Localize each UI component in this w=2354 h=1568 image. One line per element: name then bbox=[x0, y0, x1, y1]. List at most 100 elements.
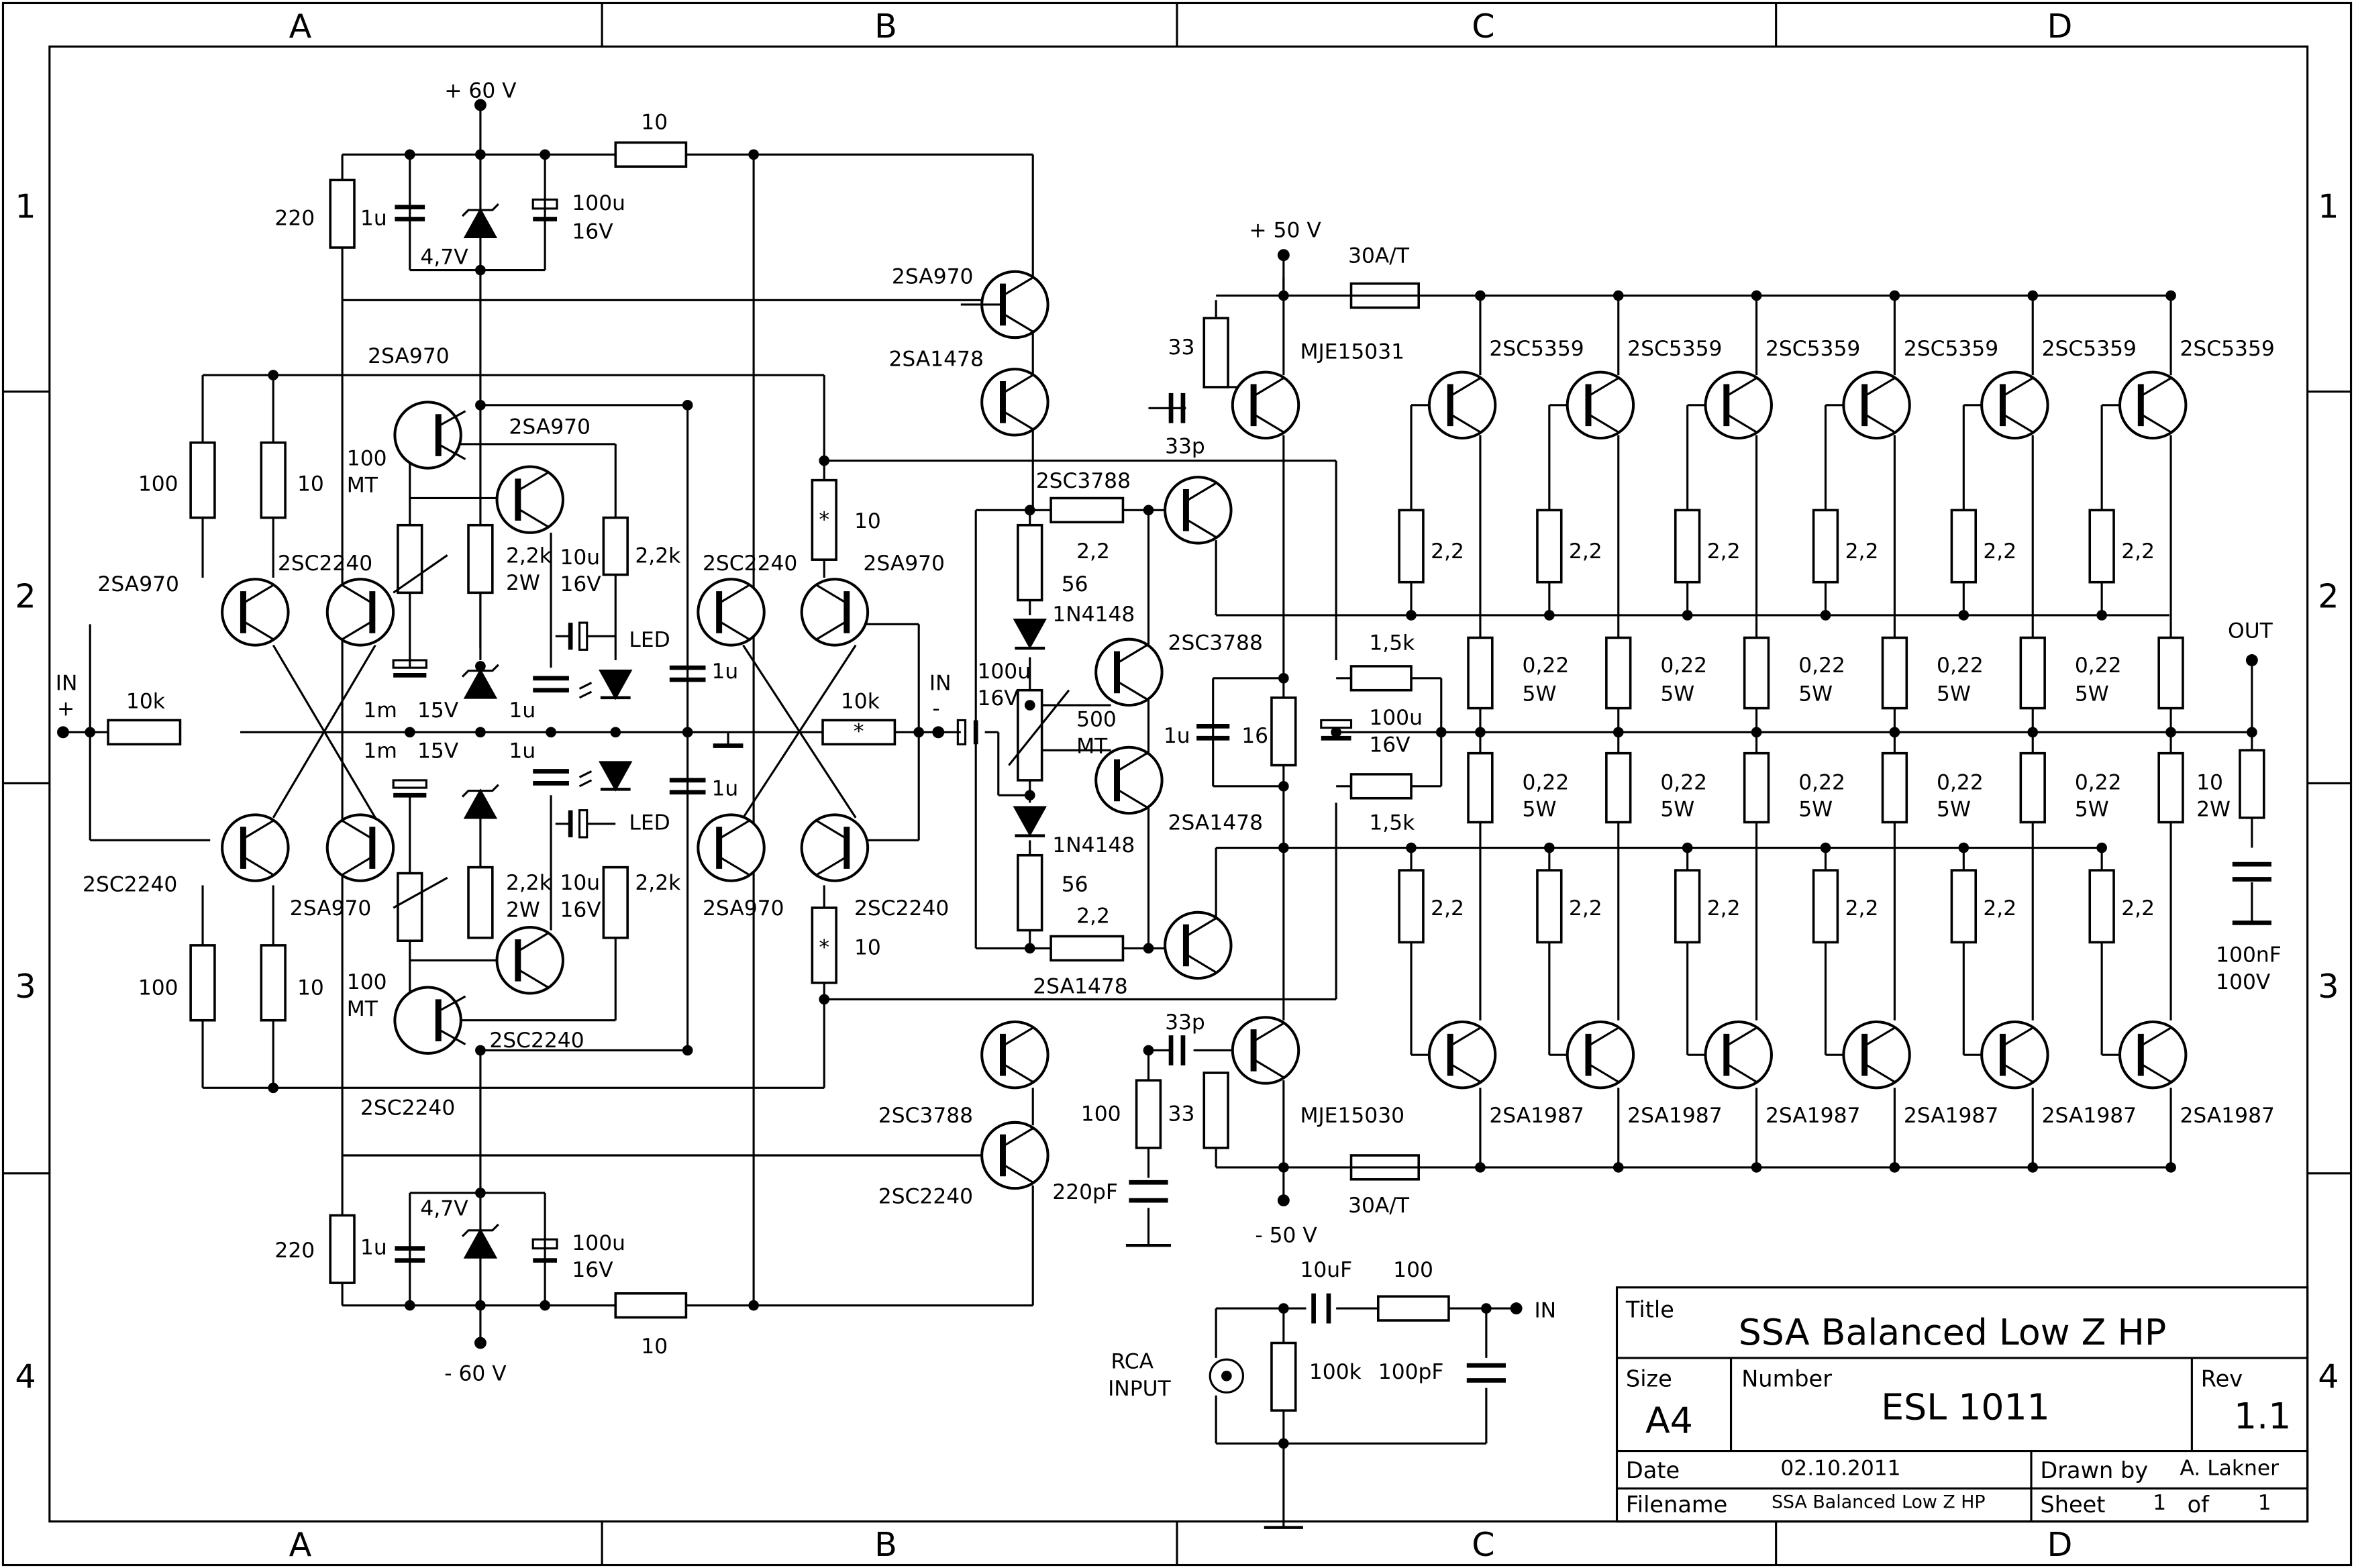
label-c10u-top-b: 16V bbox=[560, 572, 601, 596]
label-neg-60v: - 60 V bbox=[444, 1361, 507, 1386]
wiring bbox=[62, 105, 2253, 1529]
label-emit-r-top-power-4: 5W bbox=[1937, 682, 1971, 706]
drawing-title: SSA Balanced Low Z HP bbox=[1739, 1311, 2167, 1353]
label-emit-r-top-power-1: 5W bbox=[1523, 682, 1557, 706]
label-pot-100-bottom-a: 100 bbox=[347, 970, 387, 994]
resistor-2k2-bottom bbox=[602, 866, 629, 939]
label-q-2sa1478-lower: 2SA1478 bbox=[1033, 974, 1127, 998]
label-q-2sc3788-upper: 2SC3788 bbox=[1036, 469, 1131, 493]
label-q-2sc2240-bottom: 2SC2240 bbox=[878, 1185, 973, 1209]
resistor-emitter-bottom-6 bbox=[2157, 751, 2184, 824]
label-emit-r-top-value-3: 0,22 bbox=[1798, 654, 1845, 678]
zone-row-2: 2 bbox=[15, 577, 36, 616]
label-emit-r-bottom-value-4: 0,22 bbox=[1937, 770, 1984, 794]
resistor-emitter-top-5 bbox=[2019, 636, 2046, 710]
label-q-2sc2240-left-bottom: 2SC2240 bbox=[360, 1096, 455, 1120]
transistor-2sa970-mid bbox=[495, 465, 564, 534]
label-zener-4v7-top: 4,7V bbox=[420, 246, 468, 270]
diode-1n4148-lower bbox=[1013, 806, 1047, 837]
resistor-100-rca bbox=[1377, 1295, 1450, 1322]
label-npn-out-3: 2SC5359 bbox=[1766, 337, 1860, 361]
label-r10-star-bottom: 10 bbox=[854, 935, 881, 959]
label-r220-bottom: 220 bbox=[274, 1239, 315, 1263]
label-fuse-bottom: 30A/T bbox=[1348, 1194, 1410, 1218]
label-diode-1n4148-upper: 1N4148 bbox=[1052, 603, 1135, 627]
zone-col-a: A bbox=[289, 7, 312, 46]
label-base-r-top-5: 2,2 bbox=[1983, 539, 2016, 564]
label-base-r-bottom-3: 2,2 bbox=[1707, 896, 1741, 921]
zone-row-3: 3 bbox=[15, 967, 36, 1006]
label-pot-100-top-b: MT bbox=[347, 474, 378, 498]
label-c33p-bottom: 33p bbox=[1165, 1010, 1205, 1035]
label-r10-top: 10 bbox=[641, 110, 668, 134]
output-stage-wiring bbox=[1406, 290, 2176, 1173]
resistor-100-left-top bbox=[189, 441, 216, 519]
zone-col-d: D bbox=[2047, 7, 2073, 46]
transistor-2sa970-right bbox=[800, 578, 870, 647]
zone-col-a-bottom: A bbox=[289, 1525, 312, 1564]
resistor-base-bottom-6 bbox=[2088, 869, 2115, 944]
rev-label: Rev bbox=[2201, 1365, 2243, 1392]
resistor-base-bottom-4 bbox=[1812, 869, 1839, 944]
transistor-2sc5359-1 bbox=[1427, 370, 1497, 440]
label-r1k5-bottom: 1,5k bbox=[1369, 811, 1415, 835]
label-q-2sc2240-mid-lower: 2SC2240 bbox=[489, 1029, 584, 1053]
label-emit-r-bottom-power-1: 5W bbox=[1523, 798, 1557, 822]
label-q-2sa970-left-upper: 2SA970 bbox=[368, 344, 450, 368]
label-zener-15v-bottom: 15V bbox=[417, 739, 459, 763]
label-c100u-center-b: 16V bbox=[977, 686, 1019, 711]
label-pos-50v: + 50 V bbox=[1249, 218, 1321, 242]
transistor-2sa1478-lower bbox=[1164, 910, 1233, 980]
label-c1m-top: 1m bbox=[363, 698, 397, 723]
label-r10-left-top: 10 bbox=[297, 472, 324, 496]
label-q-2sc2240-right: 2SC2240 bbox=[703, 552, 797, 576]
transistor-2sc2240-left bbox=[325, 578, 395, 647]
label-q-2sc3788-vbe: 2SC3788 bbox=[1168, 631, 1263, 655]
label-base-r-top-1: 2,2 bbox=[1431, 539, 1464, 564]
resistor-100-left-bottom bbox=[189, 944, 216, 1022]
label-in-plus: IN bbox=[56, 672, 78, 696]
transistor-2sc2240-bottom bbox=[980, 1120, 1050, 1190]
transistor-2sa970-left-upper bbox=[393, 401, 466, 470]
transistor-2sa1987-6 bbox=[2118, 1020, 2188, 1090]
label-r100k-rca: 100k bbox=[1309, 1360, 1362, 1384]
zone-col-b: B bbox=[874, 7, 897, 46]
resistor-2k2-2w-top bbox=[467, 523, 494, 594]
label-q-2sa970-left-lower: 2SA970 bbox=[290, 896, 372, 921]
transistor-2sc2240-right-lower bbox=[800, 813, 870, 882]
label-base-r-top-3: 2,2 bbox=[1707, 539, 1741, 564]
label-pnp-out-5: 2SA1987 bbox=[2042, 1104, 2137, 1128]
drawn-by: A. Lakner bbox=[2180, 1456, 2279, 1480]
label-c220pf: 220pF bbox=[1052, 1180, 1118, 1204]
transistor-2sc3788-upper bbox=[1164, 476, 1233, 545]
label-r33-bottom: 33 bbox=[1168, 1102, 1195, 1127]
resistor-emitter-top-4 bbox=[1881, 636, 1908, 710]
label-c1u-bottom: 1u bbox=[360, 1236, 387, 1260]
sheet-label: Sheet bbox=[2040, 1492, 2105, 1518]
resistor-1k5-top bbox=[1349, 665, 1413, 692]
label-c100nf-b: 100V bbox=[2216, 970, 2271, 994]
resistor-10k-left bbox=[107, 719, 182, 746]
label-pnp-out-6: 2SA1987 bbox=[2180, 1104, 2274, 1128]
svg-text:*: * bbox=[819, 508, 829, 532]
label-c100u-top-a: 100u bbox=[572, 191, 625, 215]
label-in-minus: IN bbox=[929, 672, 952, 696]
resistor-33-bottom bbox=[1202, 1072, 1229, 1149]
transistor-mje15030 bbox=[1231, 1016, 1300, 1085]
label-emit-r-bottom-power-5: 5W bbox=[2075, 798, 2109, 822]
label-emit-r-bottom-power-3: 5W bbox=[1798, 798, 1833, 822]
transistor-2sc5359-2 bbox=[1566, 370, 1635, 440]
drawing-size: A4 bbox=[1645, 1400, 1693, 1442]
label-q-mje15030: MJE15030 bbox=[1300, 1104, 1404, 1128]
title-label: Title bbox=[1625, 1297, 1674, 1323]
transistor-2sc5359-4 bbox=[1842, 370, 1911, 440]
resistor-emitter-bottom-5 bbox=[2019, 751, 2046, 824]
label-c1u-right-bottom: 1u bbox=[711, 776, 738, 800]
resistor-100-c bbox=[1135, 1079, 1162, 1149]
label-emit-r-top-value-2: 0,22 bbox=[1660, 654, 1707, 678]
resistor-10-star-bottom bbox=[811, 906, 837, 984]
label-c1u-mid-top: 1u bbox=[509, 698, 535, 723]
label-npn-out-6: 2SC5359 bbox=[2180, 337, 2274, 361]
transistor-2sa970-left-lower bbox=[325, 813, 395, 882]
